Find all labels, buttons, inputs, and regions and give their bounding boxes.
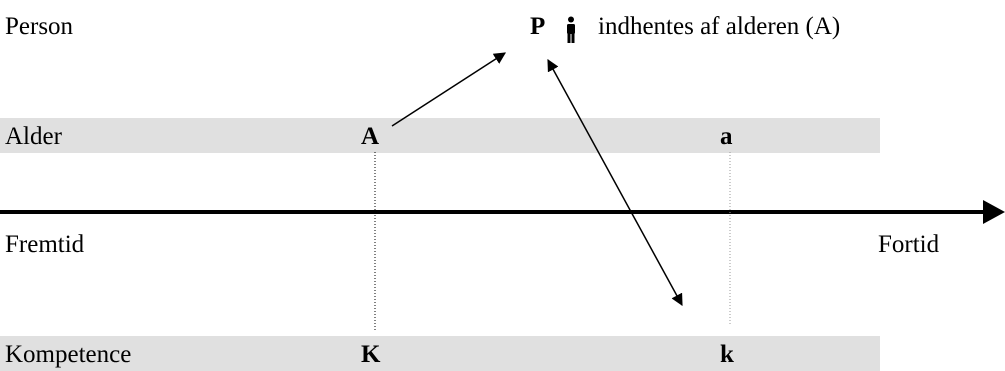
- alder-band: [0, 118, 880, 153]
- mark-K: K: [361, 341, 381, 368]
- mark-A: A: [361, 123, 380, 150]
- row-label-alder: Alder: [5, 123, 62, 150]
- kompetence-band: [0, 336, 880, 371]
- person-note: indhentes af alderen (A): [598, 13, 841, 40]
- row-label-kompetence: Kompetence: [5, 341, 132, 368]
- axis-label-fortid: Fortid: [878, 231, 940, 258]
- arrow-A-to-P: [391, 52, 507, 127]
- row-label-person: Person: [5, 13, 74, 40]
- mark-a: a: [720, 123, 733, 150]
- mark-P: P: [530, 13, 546, 40]
- person-icon: [567, 16, 575, 43]
- arrow-P-to-k: [547, 58, 683, 307]
- mark-k: k: [720, 341, 734, 368]
- axis-label-fremtid: Fremtid: [5, 231, 85, 258]
- timeline-arrowhead: [983, 200, 1005, 224]
